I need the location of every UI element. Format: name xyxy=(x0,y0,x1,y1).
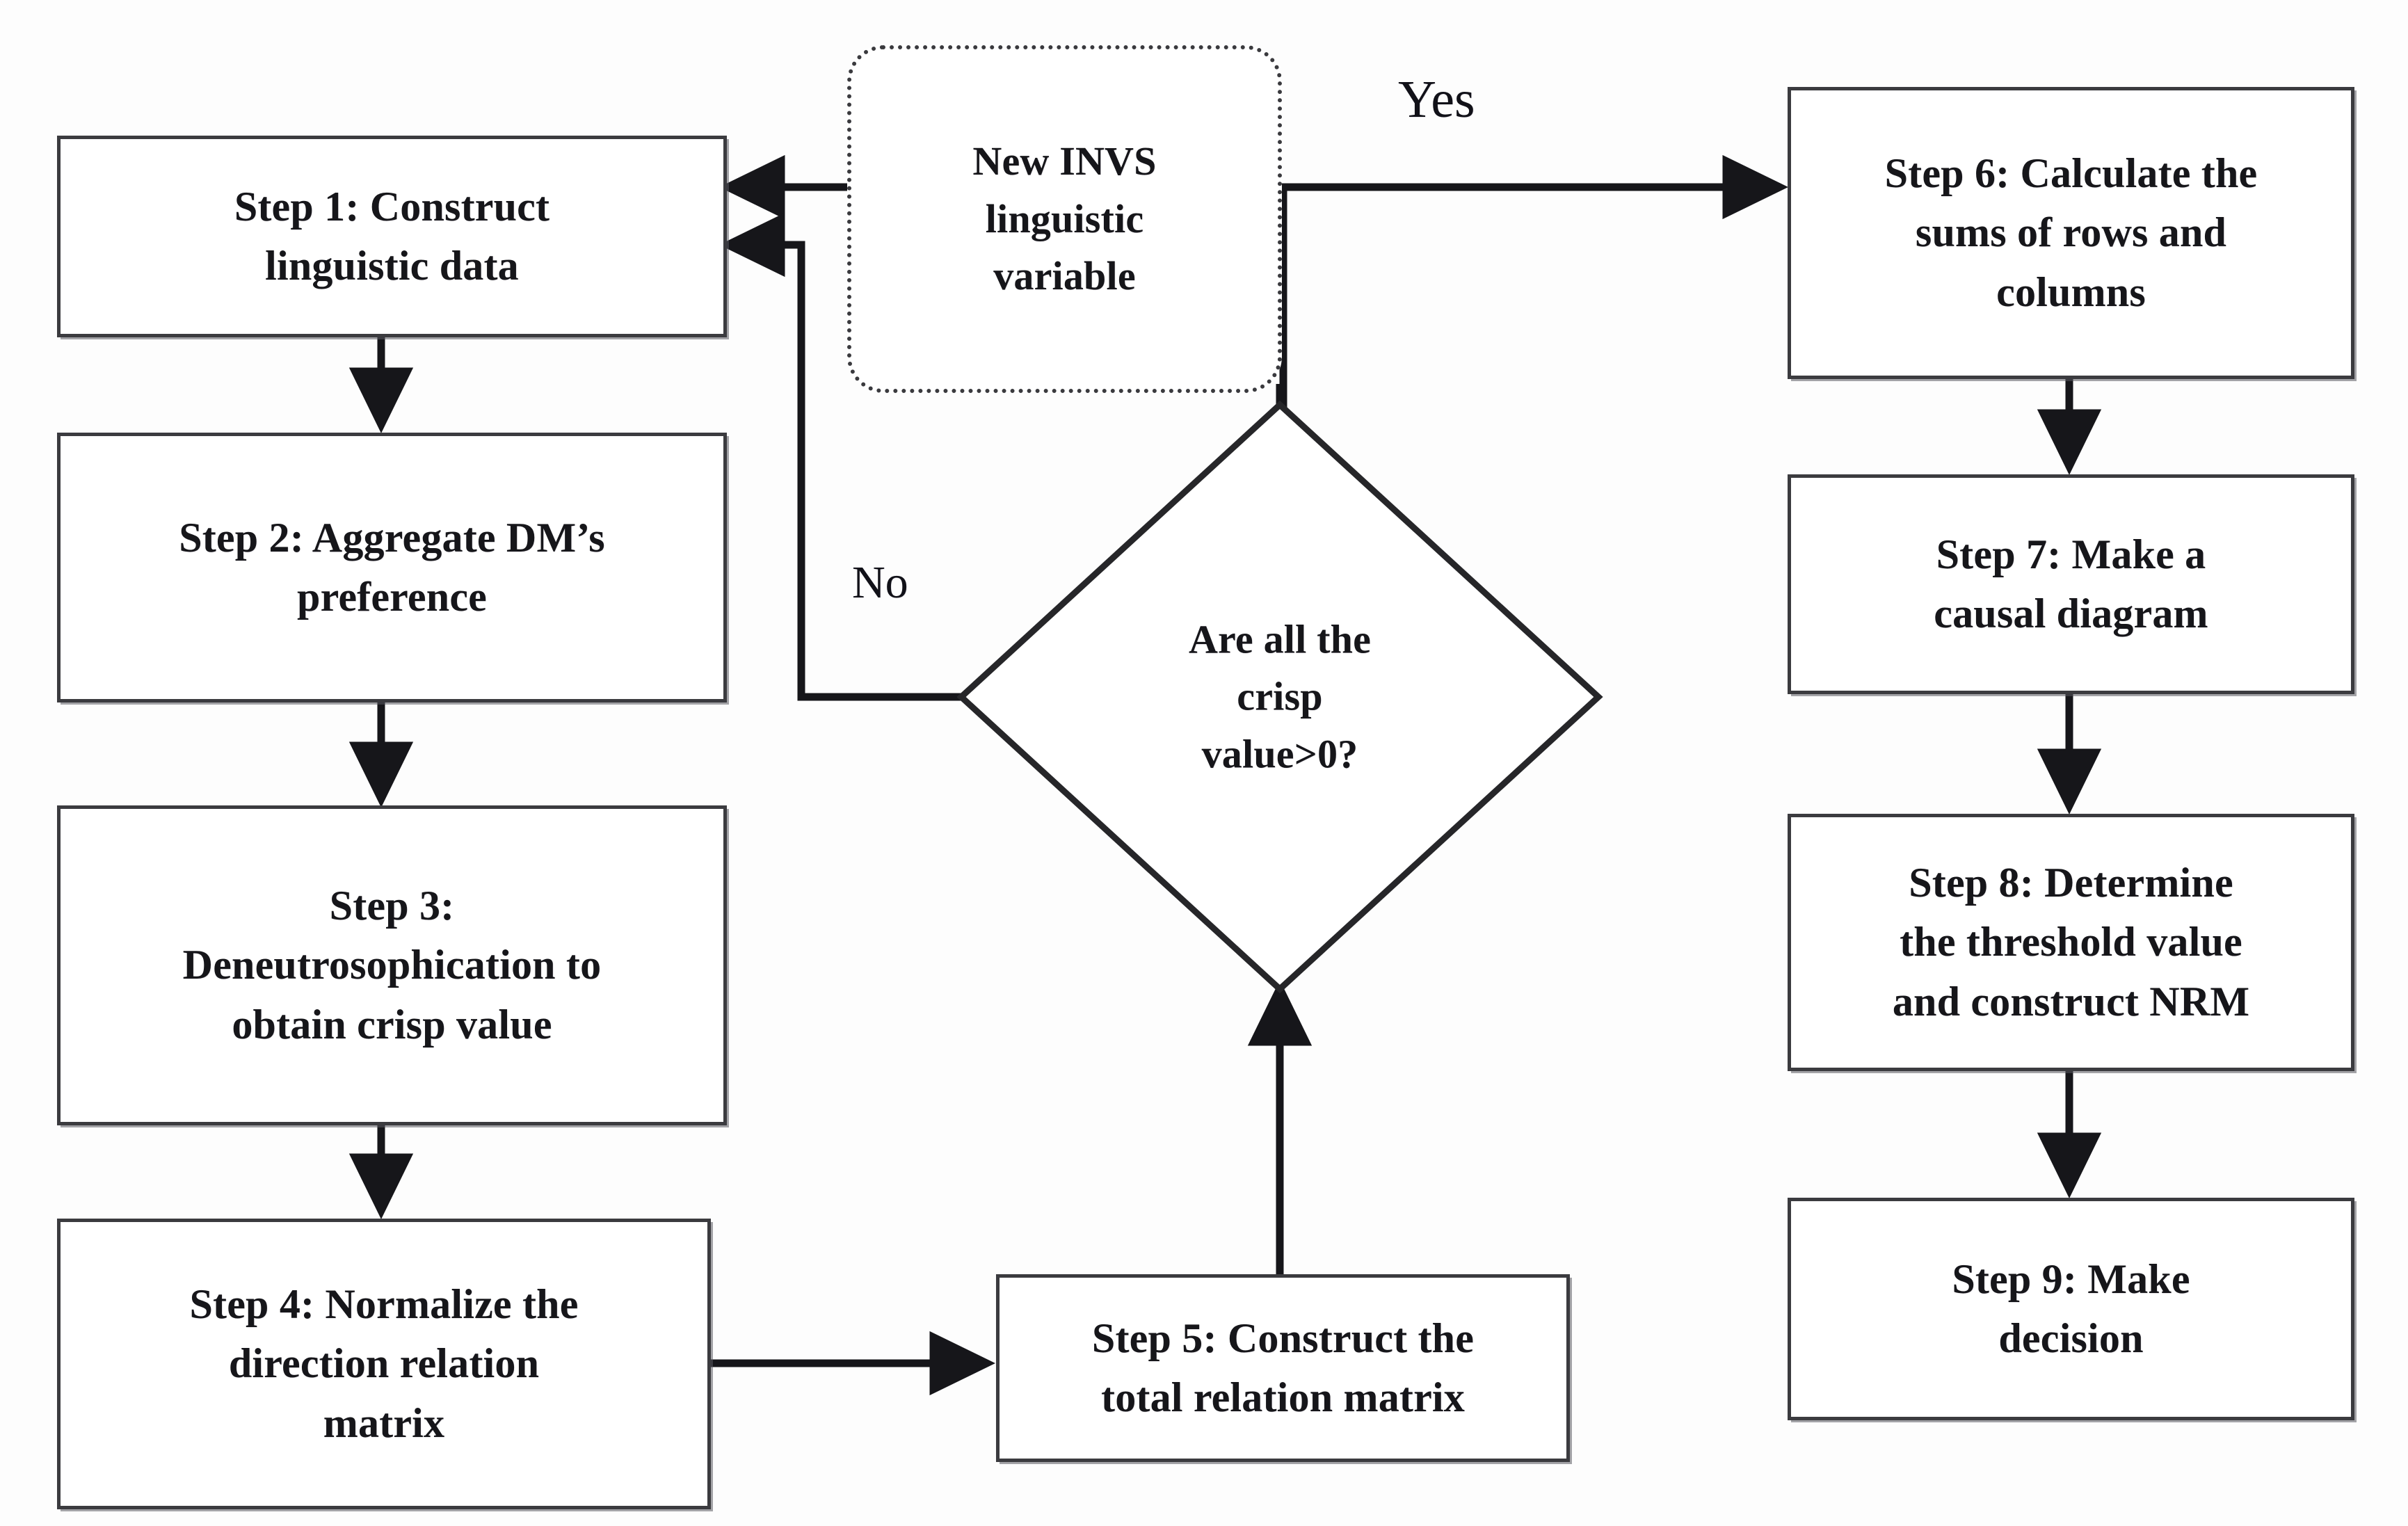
node-step9-line-2: decision xyxy=(1998,1315,2144,1361)
node-step3[interactable]: Step 3: Deneutrosophication to obtain cr… xyxy=(57,805,727,1125)
edge-decision-no-to-step1 xyxy=(719,212,963,701)
edge-label-no: No xyxy=(852,557,908,608)
node-step3-line-1: Step 3: xyxy=(329,883,455,929)
node-step4-line-1: Step 4: Normalize the xyxy=(189,1281,579,1328)
node-step8-line-3: and construct NRM xyxy=(1892,978,2250,1025)
node-decision-line-3: value>0? xyxy=(1201,731,1358,777)
node-step9-line-1: Step 9: Make xyxy=(1952,1255,2190,1302)
node-step1-line-2: linguistic data xyxy=(265,243,519,289)
node-step5[interactable]: Step 5: Construct the total relation mat… xyxy=(996,1274,1570,1462)
node-step2[interactable]: Step 2: Aggregate DM’s preference xyxy=(57,433,727,702)
node-start-line-2: linguistic xyxy=(985,195,1144,241)
node-step3-line-3: obtain crisp value xyxy=(232,1001,552,1047)
node-start-line-3: variable xyxy=(993,253,1136,299)
node-step7[interactable]: Step 7: Make a causal diagram xyxy=(1788,474,2354,694)
node-step4-line-3: matrix xyxy=(323,1399,445,1446)
node-decision-crisp-value[interactable]: Are all the crisp value>0? xyxy=(961,405,1598,989)
node-decision-line-1: Are all the xyxy=(1188,616,1372,662)
node-step5-line-1: Step 5: Construct the xyxy=(1091,1315,1475,1361)
node-step3-line-2: Deneutrosophication to xyxy=(182,942,602,988)
node-step4-line-2: direction relation xyxy=(228,1340,540,1387)
node-step8-line-1: Step 8: Determine xyxy=(1909,860,2233,906)
node-step8[interactable]: Step 8: Determine the threshold value an… xyxy=(1788,814,2354,1071)
node-step9[interactable]: Step 9: Make decision xyxy=(1788,1198,2354,1420)
node-step8-line-2: the threshold value xyxy=(1900,919,2242,965)
node-step1-line-1: Step 1: Construct xyxy=(234,183,550,230)
node-step6-line-2: sums of rows and xyxy=(1915,209,2227,256)
node-step6[interactable]: Step 6: Calculate the sums of rows and c… xyxy=(1788,87,2354,379)
node-step6-line-1: Step 6: Calculate the xyxy=(1884,150,2258,197)
node-step2-line-1: Step 2: Aggregate DM’s xyxy=(179,514,605,561)
edge-label-yes: Yes xyxy=(1398,70,1475,129)
node-step6-line-3: columns xyxy=(1996,268,2146,315)
node-step5-line-2: total relation matrix xyxy=(1101,1374,1465,1420)
node-step2-line-2: preference xyxy=(297,574,487,620)
node-start-new-invs[interactable]: New INVS linguistic variable xyxy=(847,45,1282,393)
node-step7-line-2: causal diagram xyxy=(1934,591,2208,636)
decision-diamond-outline xyxy=(956,400,1603,994)
node-step7-line-1: Step 7: Make a xyxy=(1936,531,2206,577)
node-step4[interactable]: Step 4: Normalize the direction relation… xyxy=(57,1219,711,1509)
node-step1[interactable]: Step 1: Construct linguistic data xyxy=(57,136,727,337)
node-start-line-1: New INVS xyxy=(972,138,1157,184)
node-decision-line-2: crisp xyxy=(1237,673,1323,719)
